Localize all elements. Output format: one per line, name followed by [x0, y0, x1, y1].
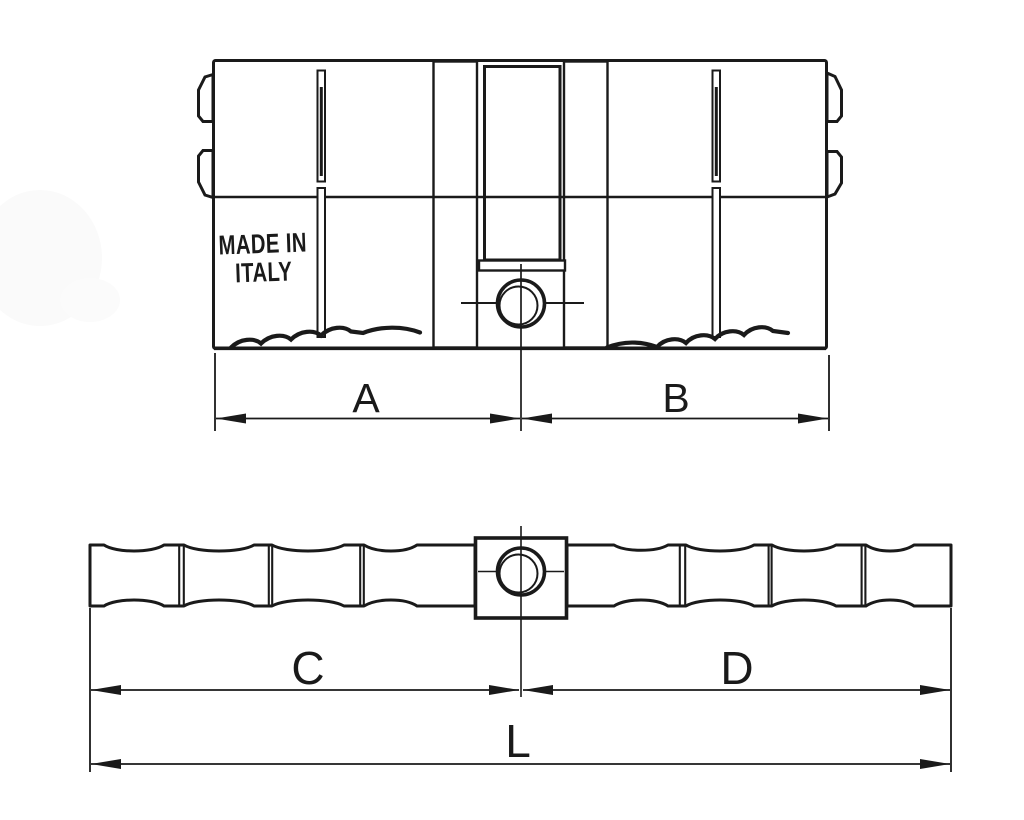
dim-label-c: C: [291, 642, 324, 694]
watermark-blob: [0, 190, 120, 326]
arrowhead: [490, 413, 520, 424]
dimension-a-b: A B: [214, 264, 830, 431]
bar-profile-left: [88, 543, 477, 608]
pin-stack-mark: [714, 87, 718, 176]
arrowhead: [920, 685, 950, 695]
dimension-l: L: [91, 715, 950, 769]
dim-label-d: D: [720, 642, 753, 694]
arrowhead: [798, 413, 828, 424]
dimension-c-d: C D: [89, 526, 952, 772]
arrowhead: [91, 759, 121, 769]
made-in-italy-stamp: MADE IN ITALY: [218, 228, 307, 290]
bar-profile-right: [565, 543, 953, 608]
mount-tab-left-lower: [197, 149, 215, 200]
stamp-line-2: ITALY: [235, 257, 293, 290]
arrowhead: [489, 685, 519, 695]
arrowhead: [523, 685, 553, 695]
dim-label-b: B: [662, 375, 689, 421]
arrowhead: [522, 413, 552, 424]
mount-tab-left-upper: [197, 72, 215, 123]
pin-channel-left: [316, 69, 326, 338]
pin-stack-mark: [319, 87, 323, 176]
arrowhead: [216, 413, 246, 424]
dim-label-a: A: [352, 375, 380, 421]
bottom-knurl-shadow: [214, 325, 826, 351]
pin-channel-right: [711, 69, 721, 338]
dim-label-l: L: [505, 715, 531, 767]
stamp-line-1: MADE IN: [218, 228, 307, 262]
cam-strip: [477, 259, 567, 272]
mount-tab-right-lower: [825, 150, 843, 200]
arrowhead: [920, 759, 950, 769]
mount-tab-right-upper: [825, 70, 843, 123]
arrowhead: [91, 685, 121, 695]
cylinder-front-view: MADE IN ITALY A B: [197, 59, 843, 431]
cylinder-edge-view: C D L: [88, 526, 953, 772]
bar-segment-joints: [178, 546, 867, 605]
